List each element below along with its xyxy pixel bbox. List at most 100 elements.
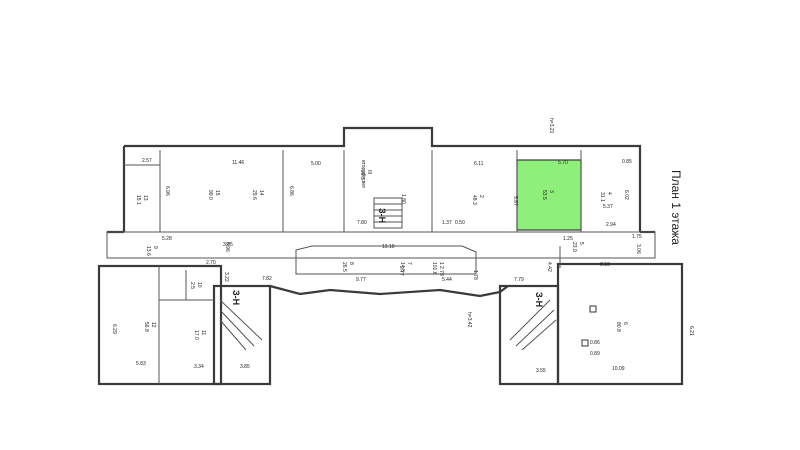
room-area: 56.8 [143, 322, 149, 332]
dimension-label: 5.44 [442, 277, 452, 283]
room-number: 8 [348, 262, 354, 265]
dimension-label: 3.85 [240, 364, 250, 370]
dimension-label: 3.06 [635, 244, 641, 254]
room-area: 31.1 [599, 192, 605, 202]
dimension-label: 1.25 [563, 236, 573, 242]
stairs-upper [373, 197, 403, 229]
room-9: 913.6 [145, 246, 158, 256]
room-area: 48.3 [471, 195, 477, 205]
stairs-right [509, 299, 557, 351]
stair-symbol: З-Н [377, 208, 387, 223]
room-number: 2 [478, 195, 484, 198]
room-8: 826.5 [341, 262, 354, 272]
dimension-label: 4.42 [546, 262, 552, 272]
corridor-note: вторый свет [360, 160, 367, 189]
dimension-label: 9.77 [356, 277, 366, 283]
dimension-label: 5.70 [558, 160, 568, 166]
upper-partitions [124, 150, 582, 232]
dimension-label: 6.96 [164, 186, 170, 196]
room-area: 23.9 [571, 242, 577, 252]
dimension-label: 0.89 [590, 351, 600, 357]
room-number: 4 [606, 192, 612, 195]
dimension-label: 3.55 [536, 368, 546, 374]
room-number: 1 [438, 262, 444, 265]
room-number: 10 [196, 282, 202, 288]
room-5: 523.9 [571, 242, 584, 252]
room-number: 14 [258, 190, 264, 196]
left-wing-walls [97, 264, 272, 386]
corridor-walls [106, 231, 656, 275]
room-number: 12 [150, 322, 156, 328]
middle-section-walls [269, 284, 509, 298]
dimension-label: 5.87 [512, 196, 518, 206]
room-area: 14.8 [399, 262, 405, 272]
room-number: 11 [200, 330, 206, 335]
stairs-left [219, 299, 263, 351]
room-area: 13.6 [145, 246, 151, 256]
dimension-label: 6.21 [688, 326, 694, 336]
room-4: 431.1 [599, 192, 612, 202]
dimension-label: 13.10 [382, 244, 395, 250]
room-area: 20.5 [359, 170, 365, 180]
dimension-label: 7.80 [357, 220, 367, 226]
dimension-label: 0.96 [224, 242, 230, 252]
column [589, 305, 597, 313]
room-number: 5 [578, 242, 584, 245]
dimension-label: 2.57 [142, 158, 152, 164]
dimension-label: 11.46 [232, 160, 244, 166]
dimension-label: 5.00 [311, 161, 321, 167]
room-area: 53.5 [541, 190, 547, 200]
dimension-label: 2.78 [438, 266, 444, 276]
dimension-label: 7.79 [514, 277, 524, 283]
room-number: 7 [406, 262, 412, 265]
column [581, 339, 589, 347]
plan-title: План 1 этажа [669, 170, 683, 245]
dimension-label: 1.37 [442, 220, 452, 226]
dimension-label: 3.85 [223, 242, 233, 248]
dimension-label: 2.77 [398, 266, 404, 276]
dimension-label: 3.22 [223, 272, 229, 282]
room-7: 714.8 [399, 262, 412, 272]
room-number: 3 [548, 190, 554, 193]
dimension-label: 5.28 [162, 236, 172, 242]
dimension-label: 2.70 [206, 260, 216, 266]
stair-symbol: З-Н [534, 292, 544, 307]
dimension-label: 3.34 [194, 364, 204, 370]
room-area: 101.6 [431, 262, 437, 275]
dimension-label: 2.94 [606, 222, 616, 228]
room-3: 353.5 [541, 190, 554, 200]
level-mark: h=3.21 [548, 118, 554, 134]
dimension-label: 0.86 [590, 340, 600, 346]
dimension-label: 5.83 [136, 361, 146, 367]
dimension-label: 6.29 [111, 324, 117, 334]
right-wing-walls [498, 246, 684, 386]
room-6: 680.8 [615, 322, 628, 332]
room-area: 80.8 [615, 322, 621, 332]
room-number: 9 [152, 246, 158, 249]
room-area: 15.1 [135, 195, 141, 205]
highlighted-room[interactable] [516, 159, 582, 231]
room-2: 248.3 [471, 195, 484, 205]
dimension-label: 6.02 [623, 190, 629, 200]
level-mark: h=3.42 [466, 312, 472, 328]
dimension-label: 0.50 [455, 220, 465, 226]
dimension-label: 6.11 [474, 161, 484, 167]
dimension-label: 10.09 [612, 366, 625, 372]
dimension-label: 6.86 [288, 186, 294, 196]
dimension-label: 0.85 [622, 159, 632, 165]
room-area: 2.5 [189, 282, 195, 289]
room-number: III [366, 170, 372, 174]
room-area: 17.0 [193, 330, 199, 340]
room-area: 26.5 [341, 262, 347, 272]
dimension-label: 7.82 [262, 276, 272, 282]
dimension-label: 5.37 [603, 204, 613, 210]
